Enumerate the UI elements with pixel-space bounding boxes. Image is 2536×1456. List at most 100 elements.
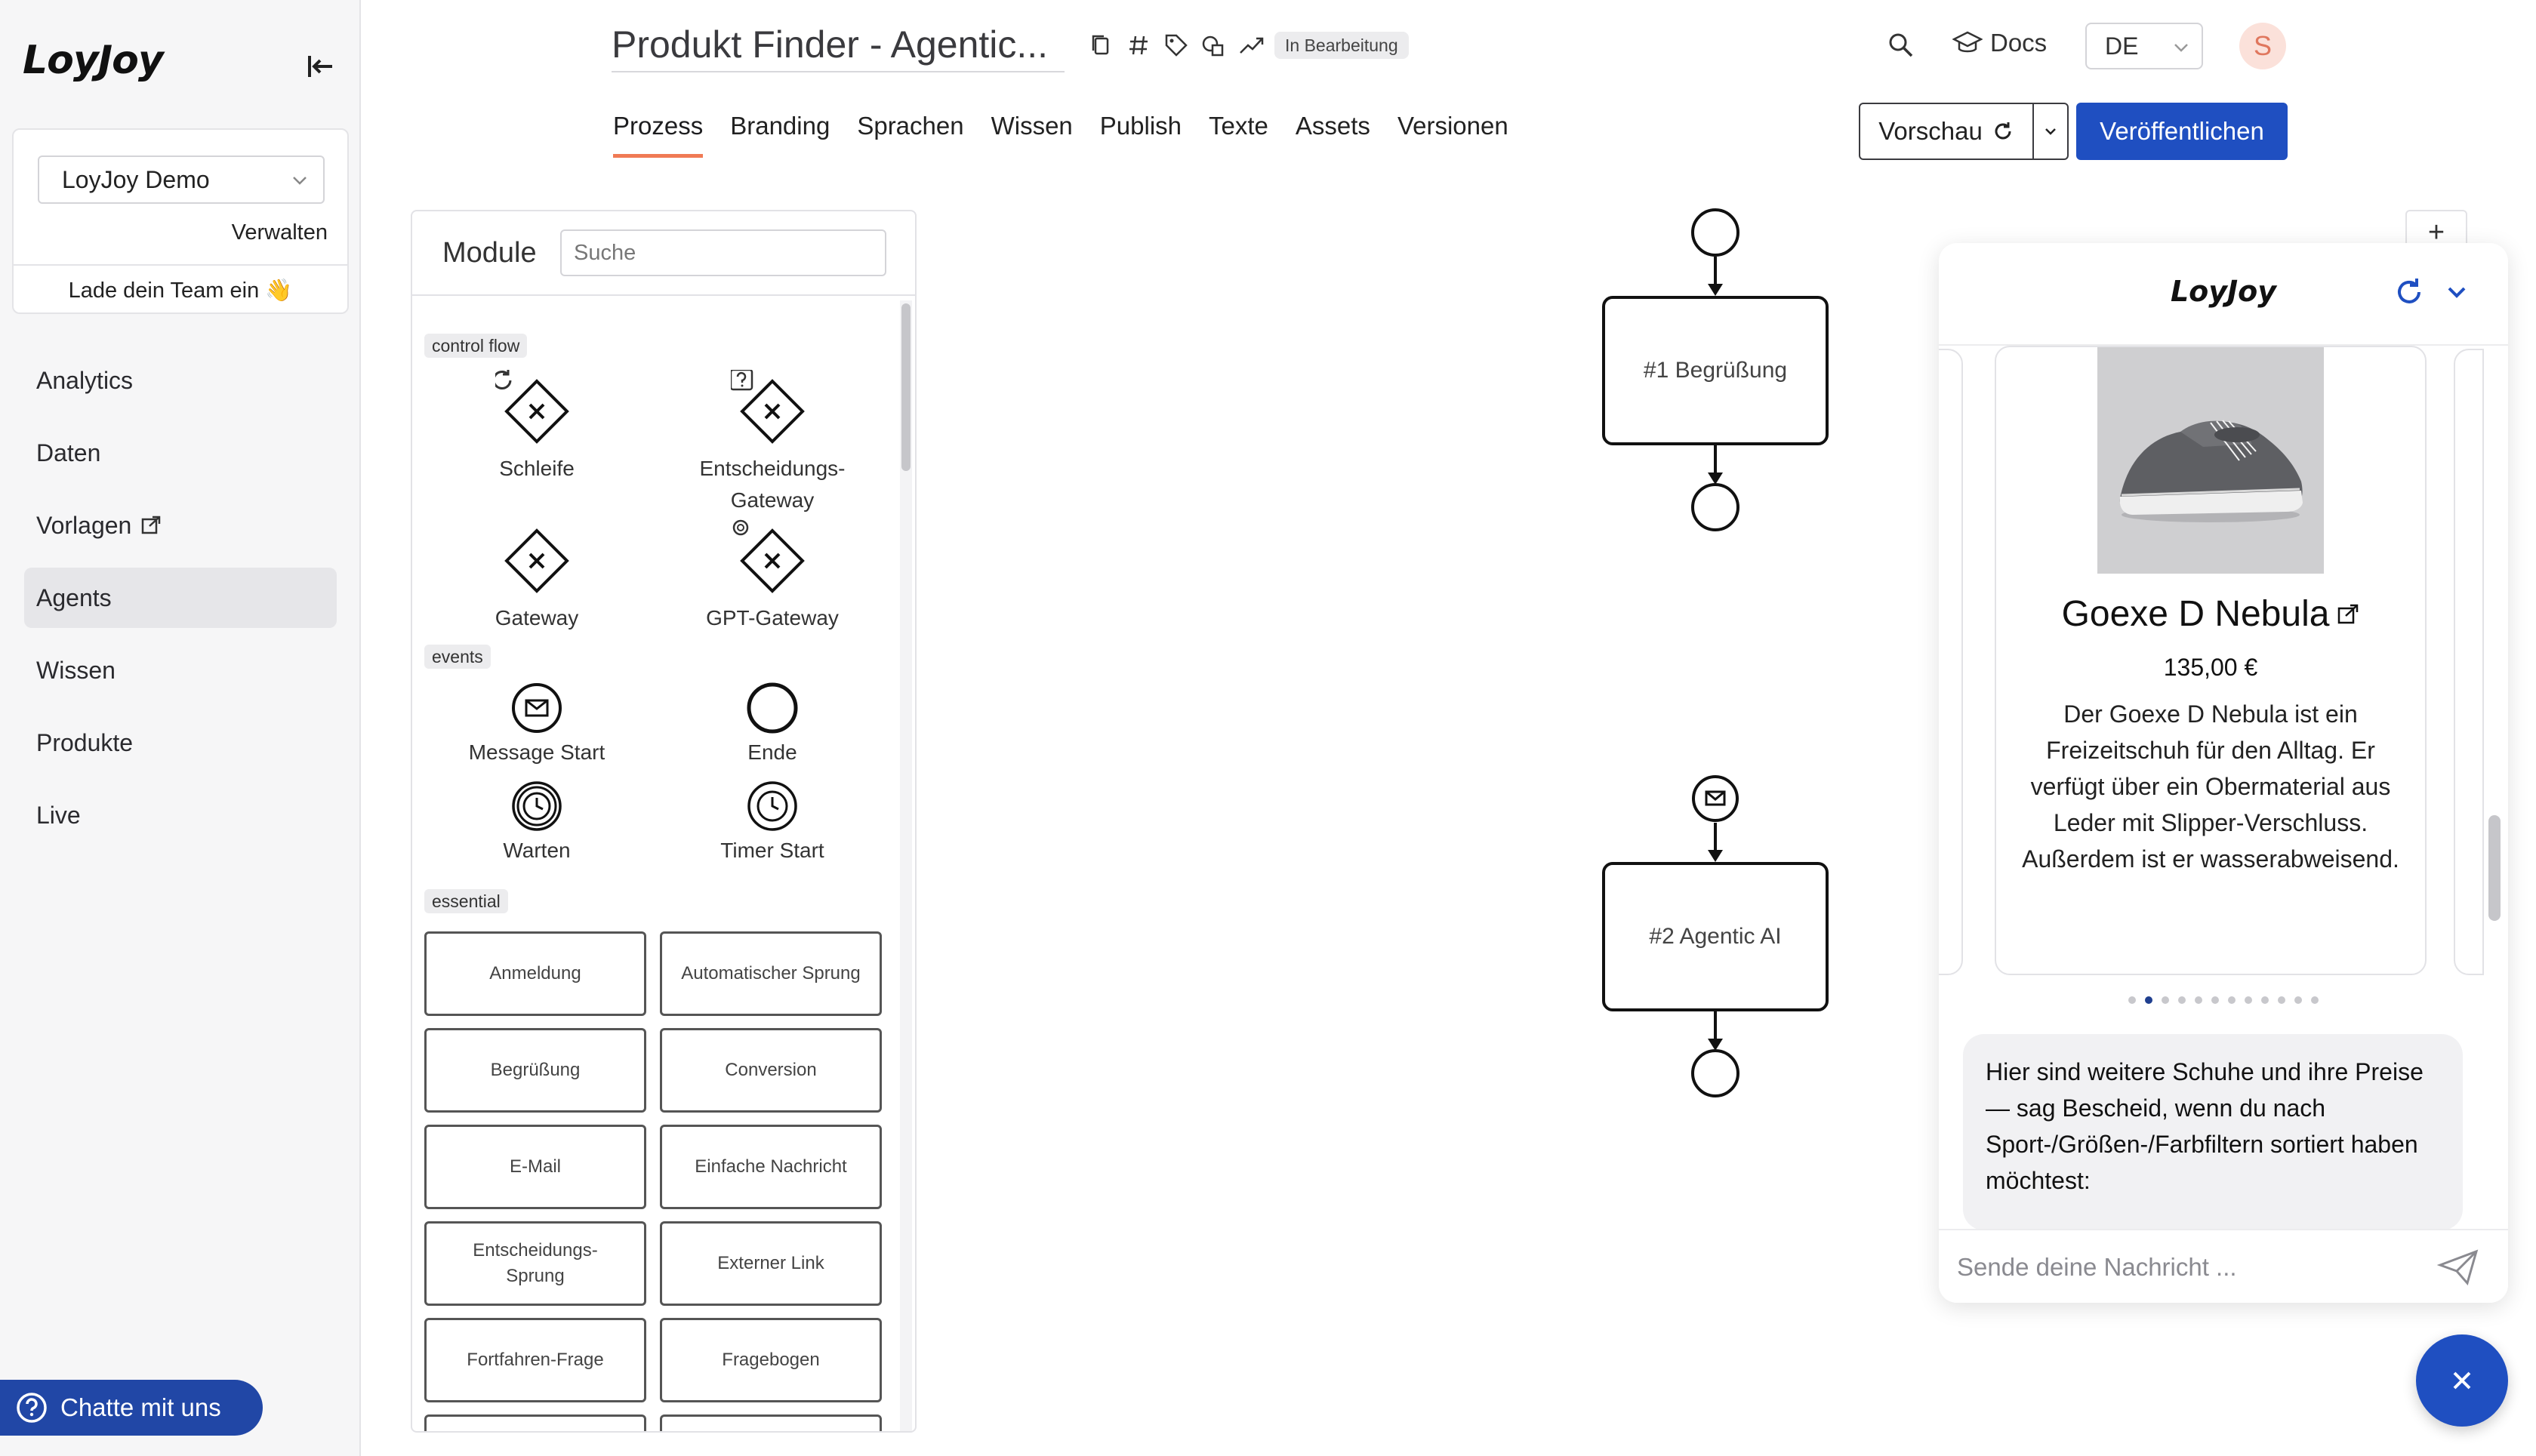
send-icon[interactable] xyxy=(2437,1248,2479,1286)
tag-icon[interactable] xyxy=(1163,32,1190,59)
app-logo[interactable]: LoyJoy xyxy=(23,38,164,83)
sidebar-item-vorlagen[interactable]: Vorlagen xyxy=(24,495,337,556)
carousel-dot[interactable] xyxy=(2261,996,2269,1004)
module-scrollbar[interactable] xyxy=(900,300,912,1431)
sidebar-item-analytics[interactable]: Analytics xyxy=(24,350,337,411)
module-label: Message Start xyxy=(468,740,605,764)
message-start-node[interactable] xyxy=(1691,774,1739,823)
sidebar-item-label: Wissen xyxy=(36,657,116,684)
status-badge: In Bearbeitung xyxy=(1274,32,1409,59)
sidebar-item-daten[interactable]: Daten xyxy=(24,423,337,483)
module-label: Ende xyxy=(747,740,797,764)
sidebar-item-label: Vorlagen xyxy=(36,512,132,539)
module-card[interactable]: Einfache Nachricht xyxy=(660,1125,882,1209)
chat-message-input[interactable] xyxy=(1957,1244,2410,1291)
invite-team-link[interactable]: Lade dein Team ein 👋 xyxy=(68,279,293,303)
module-gpt-gateway[interactable]: GPT-Gateway xyxy=(663,519,882,634)
title-actions xyxy=(1087,32,1265,59)
end-event-node[interactable] xyxy=(1691,1049,1739,1097)
search-icon[interactable] xyxy=(1886,30,1916,60)
module-card[interactable]: Fragebogen xyxy=(660,1318,882,1402)
sidebar: LoyJoy LoyJoy Demo Verwalten Lade dein T… xyxy=(0,0,361,1456)
end-event-node[interactable] xyxy=(1691,483,1739,531)
close-chat-button[interactable] xyxy=(2416,1334,2508,1427)
sidebar-item-produkte[interactable]: Produkte xyxy=(24,713,337,773)
carousel-dot[interactable] xyxy=(2228,996,2236,1004)
chat-scrollbar[interactable] xyxy=(2488,815,2501,921)
module-decision-gateway[interactable]: Entscheidungs-Gateway xyxy=(663,370,882,516)
carousel-prev-card[interactable] xyxy=(1939,349,1963,975)
tab-prozess[interactable]: Prozess xyxy=(613,112,704,158)
shapes-icon[interactable] xyxy=(1200,32,1228,59)
avatar[interactable]: S xyxy=(2239,23,2286,69)
tab-versionen[interactable]: Versionen xyxy=(1397,112,1508,140)
module-card[interactable]: Fortfahren-Frage xyxy=(424,1318,646,1402)
tab-sprachen[interactable]: Sprachen xyxy=(857,112,964,140)
flow-node-agentic-ai[interactable]: #2 Agentic AI xyxy=(1602,862,1829,1011)
module-card[interactable] xyxy=(424,1414,646,1431)
tab-branding[interactable]: Branding xyxy=(730,112,830,140)
category-label: control flow xyxy=(424,334,528,358)
start-event-node[interactable] xyxy=(1691,208,1739,257)
tab-publish[interactable]: Publish xyxy=(1099,112,1182,140)
flow-node-begruessung[interactable]: #1 Begrüßung xyxy=(1602,296,1829,445)
module-card[interactable]: E-Mail xyxy=(424,1125,646,1209)
module-end[interactable]: Ende xyxy=(663,679,882,768)
module-card[interactable]: Begrüßung xyxy=(424,1028,646,1113)
docs-link[interactable]: Docs xyxy=(1952,29,2047,57)
product-image[interactable] xyxy=(2097,347,2324,574)
manage-team-link[interactable]: Verwalten xyxy=(231,220,328,245)
chat-support-button[interactable]: Chatte mit uns xyxy=(0,1380,263,1436)
sidebar-item-agents[interactable]: Agents xyxy=(24,568,337,628)
copy-icon[interactable] xyxy=(1087,32,1114,59)
collapse-sidebar-icon[interactable] xyxy=(304,50,337,83)
carousel-dot[interactable] xyxy=(2178,996,2186,1004)
close-icon xyxy=(2447,1365,2477,1396)
module-card[interactable] xyxy=(660,1414,882,1431)
carousel-dot[interactable] xyxy=(2211,996,2219,1004)
module-card[interactable]: Entscheidungs-Sprung xyxy=(424,1221,646,1306)
hashtag-icon[interactable] xyxy=(1125,32,1152,59)
flow-arrowhead xyxy=(1708,284,1723,296)
scroll-thumb[interactable] xyxy=(901,303,911,471)
carousel-dot[interactable] xyxy=(2311,996,2319,1004)
carousel-dot[interactable] xyxy=(2162,996,2169,1004)
trend-icon[interactable] xyxy=(1238,32,1265,59)
carousel-dot[interactable] xyxy=(2294,996,2302,1004)
tab-assets[interactable]: Assets xyxy=(1295,112,1370,140)
process-title-field[interactable]: Produkt Finder - Agentic... xyxy=(612,20,1065,72)
carousel-dot[interactable] xyxy=(2195,996,2202,1004)
preview-options-button[interactable] xyxy=(2034,104,2067,159)
module-loop[interactable]: Schleife xyxy=(427,370,646,485)
sidebar-item-wissen[interactable]: Wissen xyxy=(24,640,337,700)
tab-texte[interactable]: Texte xyxy=(1209,112,1268,140)
team-select[interactable]: LoyJoy Demo xyxy=(38,155,325,204)
preview-button[interactable]: Vorschau xyxy=(1860,104,2034,159)
module-label: Warten xyxy=(503,839,571,862)
sidebar-item-label: Analytics xyxy=(36,367,134,394)
carousel-next-card[interactable] xyxy=(2454,349,2484,975)
publish-button[interactable]: Veröffentlichen xyxy=(2076,103,2288,160)
module-card[interactable]: Conversion xyxy=(660,1028,882,1113)
carousel-dot[interactable] xyxy=(2278,996,2285,1004)
module-timer-start[interactable]: Timer Start xyxy=(663,777,882,867)
sidebar-item-live[interactable]: Live xyxy=(24,785,337,845)
module-card[interactable]: Anmeldung xyxy=(424,931,646,1016)
chevron-down-icon[interactable] xyxy=(2442,278,2472,308)
carousel-dot[interactable] xyxy=(2245,996,2252,1004)
module-wait[interactable]: Warten xyxy=(427,777,646,867)
tab-wissen[interactable]: Wissen xyxy=(991,112,1073,140)
module-message-start[interactable]: Message Start xyxy=(427,679,646,768)
carousel-dot[interactable] xyxy=(2145,996,2152,1004)
module-gateway[interactable]: Gateway xyxy=(427,519,646,634)
product-name-link[interactable]: Goexe D Nebula xyxy=(1996,593,2425,635)
language-select[interactable]: DE xyxy=(2085,23,2203,69)
external-link-icon xyxy=(2337,603,2359,626)
module-search-input[interactable] xyxy=(560,229,886,276)
refresh-icon[interactable] xyxy=(2392,275,2427,309)
module-card[interactable]: Automatischer Sprung xyxy=(660,931,882,1016)
module-card[interactable]: Externer Link xyxy=(660,1221,882,1306)
carousel-dot[interactable] xyxy=(2128,996,2136,1004)
flow-connector xyxy=(1714,257,1717,284)
language-value: DE xyxy=(2105,32,2139,60)
